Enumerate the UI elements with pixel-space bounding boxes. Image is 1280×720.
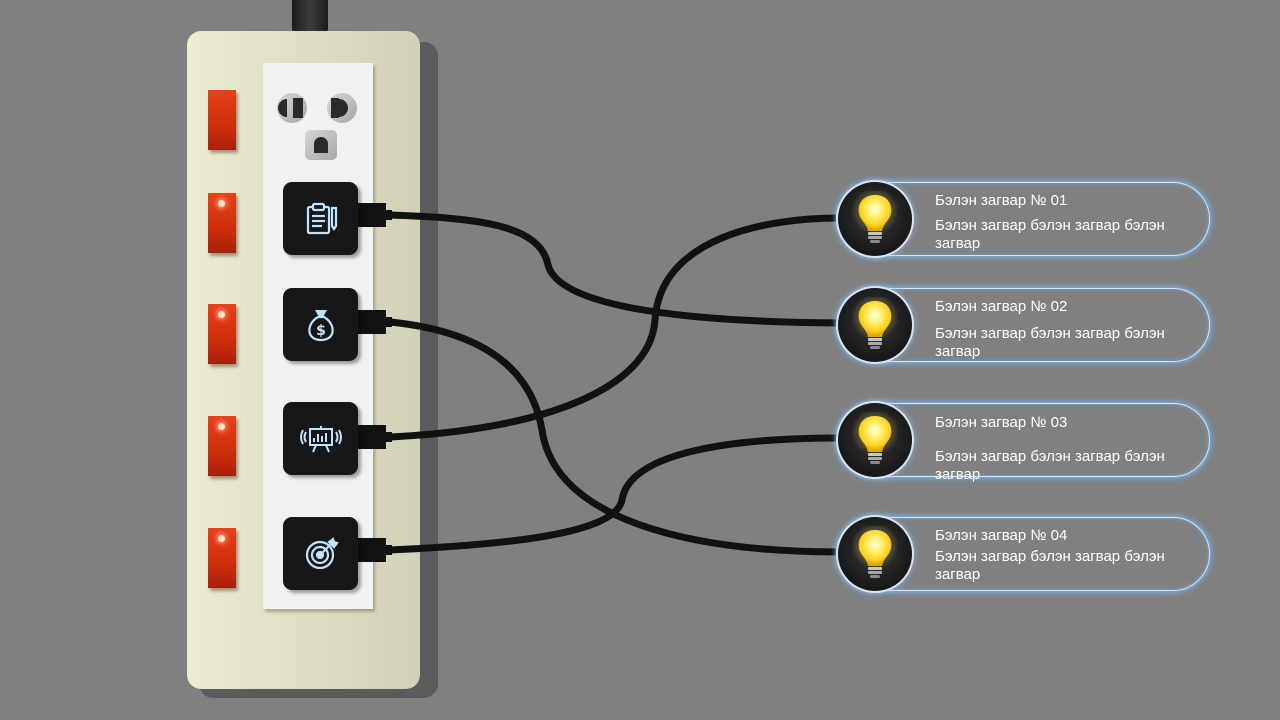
plug-connector-3-tip (384, 432, 392, 442)
plug-3[interactable] (283, 402, 358, 475)
plug-connector-2-tip (384, 317, 392, 327)
power-switch-2[interactable] (208, 304, 236, 364)
plug-2[interactable]: $ (283, 288, 358, 361)
plug-connector-3 (356, 425, 386, 449)
plug-1[interactable] (283, 182, 358, 255)
plug-connector-4 (356, 538, 386, 562)
clipboard-icon (306, 202, 337, 234)
target-icon (305, 536, 339, 569)
bulb-4 (838, 517, 912, 591)
plug-connector-1 (356, 203, 386, 227)
power-cord (292, 0, 328, 32)
item-3-title: Бэлэн загвар № 03 (935, 414, 1068, 431)
item-2-description: Бэлэн загвар бэлэн загвар бэлэн загвар (935, 325, 1165, 360)
item-4-title: Бэлэн загвар № 04 (935, 527, 1068, 544)
item-4-description: Бэлэн загвар бэлэн загвар бэлэн загвар (935, 548, 1165, 583)
bulb-2 (838, 288, 912, 362)
plug-4[interactable] (283, 517, 358, 590)
item-3-description: Бэлэн загвар бэлэн загвар бэлэн загвар (935, 448, 1165, 483)
wire-2 (386, 318, 844, 556)
power-switch-3[interactable] (208, 416, 236, 476)
bulb-1 (838, 182, 912, 256)
switch-indicator-light (218, 535, 225, 542)
power-switch-4[interactable] (208, 528, 236, 588)
item-1-description: Бэлэн загвар бэлэн загвар бэлэн загвар (935, 217, 1165, 252)
svg-text:$: $ (316, 323, 326, 339)
wire-1 (386, 211, 844, 327)
presentation-board-icon (299, 425, 342, 452)
light-bulb-icon (849, 297, 901, 353)
light-bulb-icon (849, 526, 901, 582)
switch-indicator-light (218, 311, 225, 318)
socket-icon (277, 93, 357, 160)
plug-connector-2 (356, 310, 386, 334)
wire-4 (386, 434, 844, 554)
bulb-3 (838, 403, 912, 477)
plug-connector-1-tip (384, 210, 392, 220)
light-bulb-icon (849, 191, 901, 247)
plug-connector-4-tip (384, 545, 392, 555)
wire-3 (386, 214, 844, 441)
money-bag-icon: $ (307, 309, 334, 341)
switch-indicator-light (218, 423, 225, 430)
switch-indicator-light (218, 200, 225, 207)
power-switch-1[interactable] (208, 193, 236, 253)
power-switch-main[interactable] (208, 90, 236, 150)
light-bulb-icon (849, 412, 901, 468)
item-1-title: Бэлэн загвар № 01 (935, 192, 1068, 209)
item-2-title: Бэлэн загвар № 02 (935, 298, 1068, 315)
